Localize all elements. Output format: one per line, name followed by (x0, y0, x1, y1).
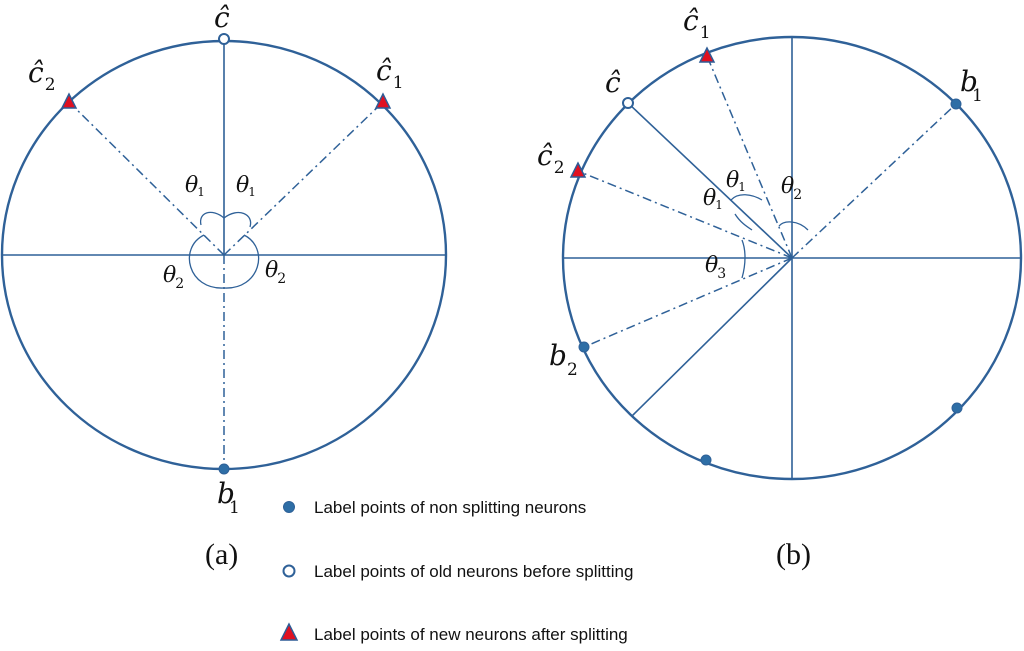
legend-filled-circle-icon (283, 501, 295, 513)
old-neuron-point-c-b (622, 97, 634, 109)
solid-center-to-lower-left-b (631, 257, 793, 417)
theta3-arc-b (741, 239, 746, 279)
legend-item-old-neurons: Label points of old neurons before split… (282, 562, 633, 581)
non-split-point-b2-b (578, 341, 590, 353)
label-c-hat-a: ĉ (214, 1, 230, 34)
label-b1-a: b1 (217, 477, 240, 518)
dashdot-center-to-c2-a (68, 101, 225, 256)
legend: Label points of non splitting neurons La… (279, 498, 633, 644)
dashdot-center-to-c2-b (577, 170, 793, 259)
label-c1-hat-b: ĉ1 (683, 4, 711, 43)
new-neuron-point-c2-b (569, 161, 587, 178)
theta1-arc-upper-b (730, 194, 763, 201)
theta1-arc-left-a (199, 211, 225, 226)
dashdot-center-to-c1-b (706, 55, 793, 259)
old-neuron-point-c-a (218, 33, 230, 45)
label-theta2-left-a: θ2 (163, 263, 184, 292)
theta2-arc-right-a (223, 234, 260, 289)
new-neuron-point-c1-a (374, 92, 392, 109)
label-theta3-b: θ3 (705, 253, 726, 282)
legend-text-non-splitting: Label points of non splitting neurons (314, 498, 586, 517)
dashdot-center-to-b2-b (583, 257, 793, 348)
legend-open-circle-icon (282, 564, 296, 578)
solid-center-to-c-b (627, 102, 793, 259)
non-split-point-b1-b (950, 98, 962, 110)
legend-text-old-neurons: Label points of old neurons before split… (314, 562, 633, 581)
legend-text-new-neurons: Label points of new neurons after splitt… (314, 625, 628, 644)
legend-item-non-splitting: Label points of non splitting neurons (283, 498, 586, 517)
label-c1-hat-a: ĉ1 (376, 54, 404, 93)
caption-b: (b) (776, 538, 811, 571)
label-b1-b: b1 (960, 65, 983, 106)
label-theta2-right-a: θ2 (265, 258, 286, 287)
new-neuron-point-c2-a (60, 92, 78, 109)
non-split-point-b1-a (218, 463, 230, 475)
non-split-point-bottom-b (700, 454, 712, 466)
legend-triangle-icon (279, 622, 299, 641)
label-theta1-right-a: θ1 (236, 173, 256, 199)
legend-item-new-neurons: Label points of new neurons after splitt… (279, 622, 628, 644)
dashdot-center-to-b1-b (791, 103, 957, 259)
label-theta1-left-a: θ1 (185, 173, 205, 199)
theta1-arc-lower-b (734, 213, 753, 231)
label-b2-b: b2 (549, 339, 578, 380)
caption-a: (a) (205, 538, 238, 571)
theta2-arc-b (778, 221, 809, 231)
label-c2-hat-b: ĉ2 (537, 139, 565, 178)
theta2-arc-left-a (188, 234, 225, 289)
panel-a: ĉ ĉ1 ĉ2 b1 θ1 θ1 θ2 θ2 (a) (0, 1, 448, 571)
theta1-arc-right-a (223, 211, 252, 228)
label-c2-hat-a: ĉ2 (28, 56, 56, 95)
label-theta1-upper-b: θ1 (726, 168, 746, 194)
label-theta1-lower-b: θ1 (703, 186, 723, 212)
label-c-hat-b: ĉ (605, 66, 621, 99)
new-neuron-point-c1-b (698, 46, 716, 63)
label-theta2-b: θ2 (781, 174, 802, 203)
panel-b: ĉ1 ĉ ĉ2 b1 b2 θ1 θ1 θ2 θ3 (b) (537, 4, 1023, 571)
non-split-point-lower-right-b (951, 402, 963, 414)
